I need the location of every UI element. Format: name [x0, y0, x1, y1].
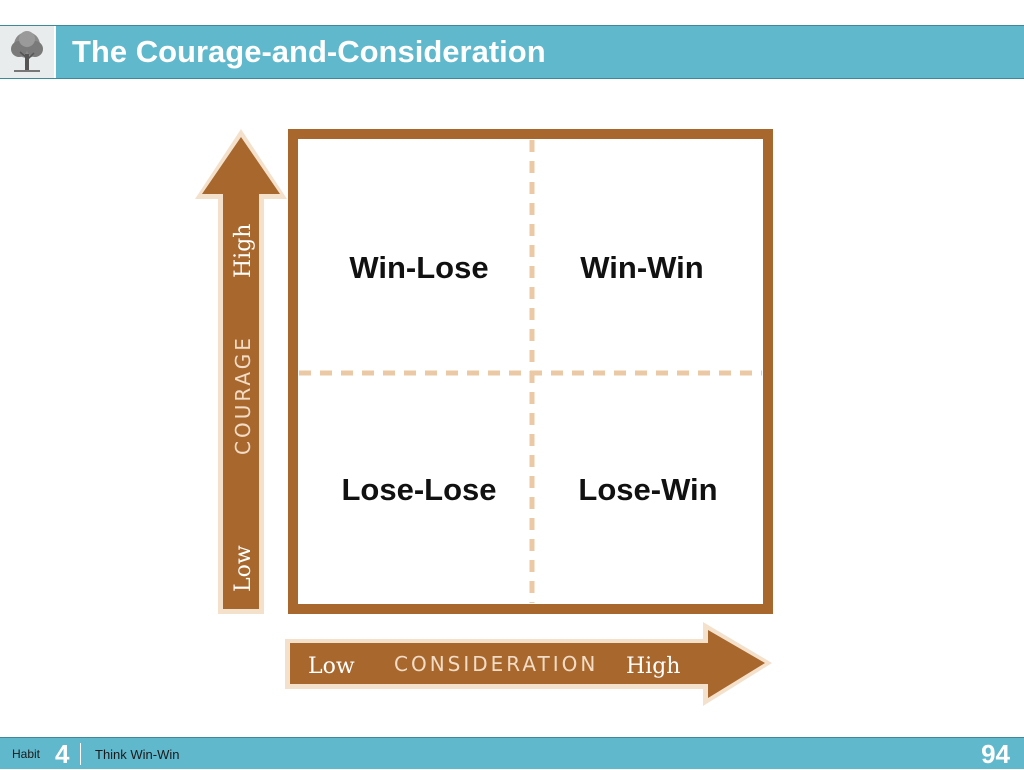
footer-divider: [80, 743, 81, 765]
habit-label: Habit: [12, 747, 41, 761]
quadrant-win-lose: Win-Lose: [349, 250, 488, 285]
consideration-high-label: High: [626, 654, 680, 679]
consideration-axis-label: CONSIDERATION: [394, 652, 598, 676]
header-bar: The Courage-and-Consideration: [0, 25, 1024, 79]
quadrant-lose-lose: Lose-Lose: [341, 472, 496, 507]
courage-axis-label: COURAGE: [231, 335, 255, 455]
courage-low-label: Low: [231, 545, 256, 592]
courage-arrow: [195, 129, 287, 614]
habit-number: 4: [55, 739, 70, 769]
habit-name: Think Win-Win: [95, 747, 180, 762]
tree-icon: [11, 31, 43, 72]
consideration-arrow: [285, 622, 772, 706]
page-title: The Courage-and-Consideration: [72, 34, 546, 69]
footer-bar: Habit 4 Think Win-Win 94: [0, 737, 1024, 769]
quadrant-lose-win: Lose-Win: [578, 472, 717, 507]
consideration-low-label: Low: [308, 654, 355, 679]
page-number: 94: [981, 739, 1010, 769]
logo-box: [0, 26, 56, 78]
courage-high-label: High: [231, 224, 256, 278]
quadrant-win-win: Win-Win: [580, 250, 703, 285]
